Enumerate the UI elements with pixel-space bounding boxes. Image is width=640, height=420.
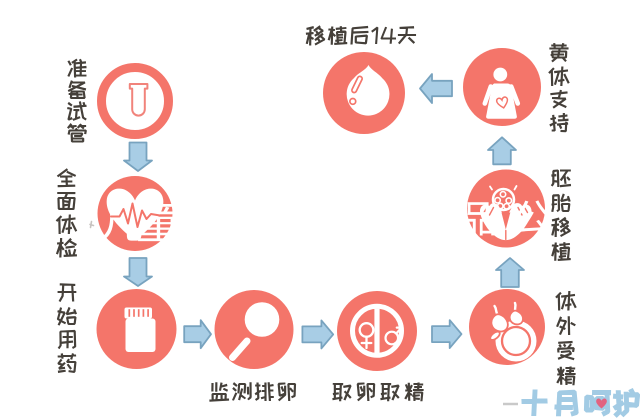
svg-text:精: 精 [403,380,424,403]
svg-text:支: 支 [548,88,569,111]
svg-text:药: 药 [56,351,77,374]
svg-text:童: 童 [136,187,181,252]
svg-text:14: 14 [371,24,397,47]
svg-text:胚: 胚 [550,167,571,190]
svg-text:监: 监 [209,380,230,403]
svg-text:排: 排 [254,380,275,403]
svg-text:外: 外 [555,314,576,337]
svg-text:十: 十 [520,387,549,418]
svg-text:用: 用 [56,328,77,351]
svg-text:准: 准 [66,56,87,79]
svg-text:体: 体 [547,64,570,87]
svg-text:开: 开 [56,281,77,304]
svg-text:面: 面 [56,189,77,212]
svg-text:取: 取 [331,380,352,403]
svg-text:月: 月 [552,387,581,418]
svg-text:备: 备 [66,78,87,101]
svg-text:胎: 胎 [550,191,571,214]
svg-text:体: 体 [554,289,577,312]
svg-text:天: 天 [396,24,417,47]
svg-text:受: 受 [555,339,576,362]
svg-text:后: 后 [349,24,370,47]
svg-text:取: 取 [379,380,400,403]
svg-text:护: 护 [612,387,640,418]
svg-text:移: 移 [550,215,571,238]
svg-text:精: 精 [555,364,576,387]
svg-text:公: 公 [513,188,551,243]
svg-text:植: 植 [327,24,348,47]
svg-text:移: 移 [305,24,326,47]
svg-text:测: 测 [231,380,252,403]
svg-text:全: 全 [56,166,77,189]
svg-text:卵: 卵 [355,380,376,403]
svg-text:检: 检 [56,236,78,259]
svg-text:卵: 卵 [276,380,297,403]
svg-text:管: 管 [66,121,87,144]
svg-text:植: 植 [550,239,571,262]
svg-text:持: 持 [548,111,569,134]
svg-text:始: 始 [56,304,77,327]
svg-text:呵: 呵 [583,387,612,418]
svg-text:体: 体 [55,213,78,236]
svg-text:黄: 黄 [548,41,569,64]
svg-text:品: 品 [459,189,497,244]
svg-text:试: 试 [66,99,87,122]
